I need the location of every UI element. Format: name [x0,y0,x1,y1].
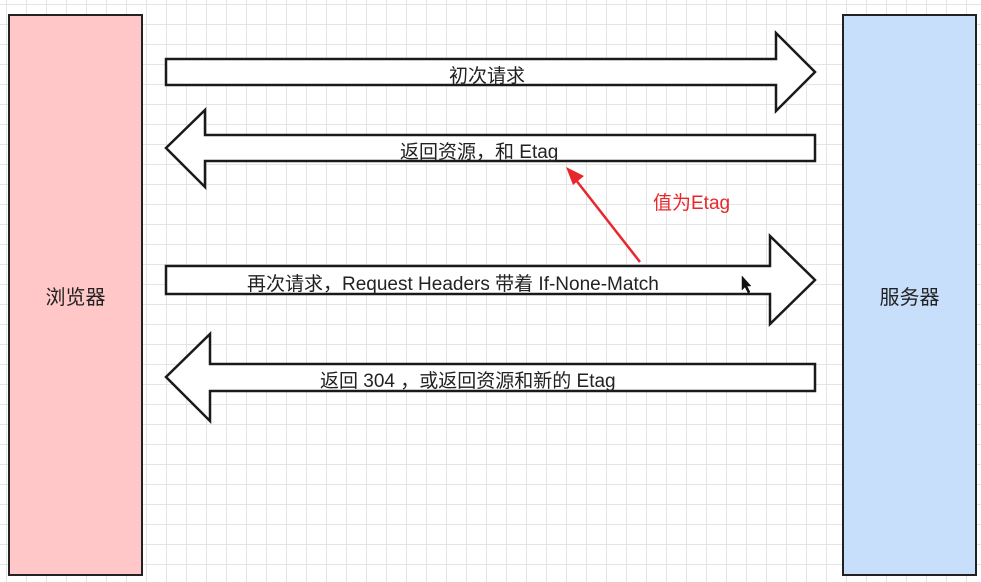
server-label: 服务器 [879,286,940,309]
response-arrow-1 [164,107,817,191]
browser-lifeline: 浏览器 [8,14,143,576]
flow-label-2: 返回资源，和 Etag [400,142,559,163]
flow-label-3: 再次请求，Request Headers 带着 If-None-Match [247,274,659,295]
request-arrow-1 [164,29,817,115]
browser-label: 浏览器 [45,286,106,309]
mouse-cursor-icon [741,275,752,294]
server-lifeline: 服务器 [842,14,977,576]
response-arrow-2 [164,331,817,425]
request-arrow-2 [164,233,817,327]
flow-label-4: 返回 304 ，或返回资源和新的 Etag [320,371,616,392]
annotation-pointer-head [566,167,584,185]
etag-annotation: 值为Etag [653,193,731,214]
flow-label-1: 初次请求 [449,66,526,87]
annotation-pointer-arrow [571,174,641,263]
